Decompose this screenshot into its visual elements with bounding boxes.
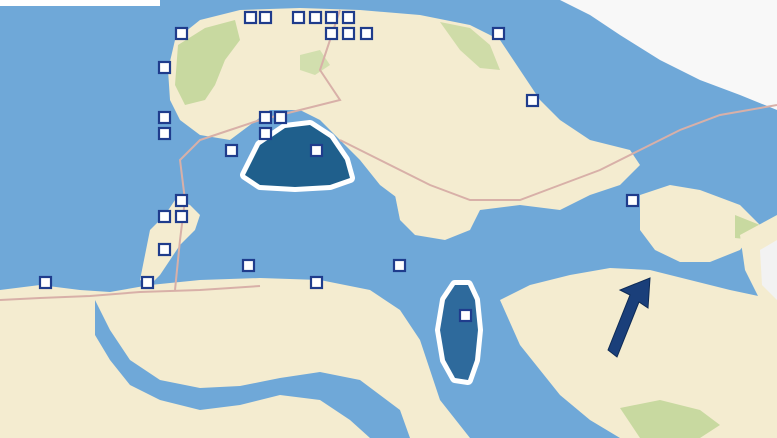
- square-marker-icon[interactable]: [174, 193, 189, 208]
- square-marker-icon[interactable]: [174, 209, 189, 224]
- square-marker-icon[interactable]: [157, 242, 172, 257]
- square-marker-icon[interactable]: [308, 10, 323, 25]
- outside-area-top-right: [560, 0, 777, 110]
- square-marker-icon[interactable]: [491, 26, 506, 41]
- square-marker-icon[interactable]: [38, 275, 53, 290]
- square-marker-icon[interactable]: [525, 93, 540, 108]
- zone-north: [245, 125, 350, 187]
- square-marker-icon[interactable]: [157, 126, 172, 141]
- square-marker-icon[interactable]: [241, 258, 256, 273]
- square-marker-icon[interactable]: [458, 308, 473, 323]
- arrow-icon: [607, 277, 651, 358]
- land-east-island: [640, 185, 760, 262]
- square-marker-icon[interactable]: [625, 193, 640, 208]
- square-marker-icon[interactable]: [258, 126, 273, 141]
- square-marker-icon[interactable]: [157, 110, 172, 125]
- square-marker-icon[interactable]: [324, 10, 339, 25]
- square-marker-icon[interactable]: [140, 275, 155, 290]
- land-green-north-1: [175, 20, 240, 105]
- square-marker-icon[interactable]: [341, 10, 356, 25]
- square-marker-icon[interactable]: [157, 209, 172, 224]
- square-marker-icon[interactable]: [157, 60, 172, 75]
- square-marker-icon[interactable]: [258, 10, 273, 25]
- square-marker-icon[interactable]: [309, 275, 324, 290]
- square-marker-icon[interactable]: [243, 10, 258, 25]
- square-marker-icon[interactable]: [224, 143, 239, 158]
- road-south: [0, 285, 261, 301]
- road-east: [339, 104, 777, 201]
- land-green-north-2: [440, 22, 500, 70]
- square-marker-icon[interactable]: [392, 258, 407, 273]
- map-edge-top: [0, 0, 160, 6]
- land-green-south-east: [620, 400, 720, 438]
- square-marker-icon[interactable]: [258, 110, 273, 125]
- square-marker-icon[interactable]: [359, 26, 374, 41]
- land-north-peninsula: [168, 8, 640, 225]
- square-marker-icon[interactable]: [341, 26, 356, 41]
- zone-south: [440, 285, 478, 380]
- land-south-east: [500, 268, 777, 438]
- square-marker-icon[interactable]: [174, 26, 189, 41]
- land-green-north-3: [300, 50, 330, 75]
- land-far-east-white: [760, 240, 777, 300]
- square-marker-icon[interactable]: [291, 10, 306, 25]
- water-channel-south: [95, 300, 410, 438]
- land-far-east: [740, 215, 777, 320]
- land-central-island: [395, 185, 480, 240]
- station-markers: [38, 10, 640, 323]
- square-marker-icon[interactable]: [309, 143, 324, 158]
- square-marker-icon[interactable]: [273, 110, 288, 125]
- square-marker-icon[interactable]: [324, 26, 339, 41]
